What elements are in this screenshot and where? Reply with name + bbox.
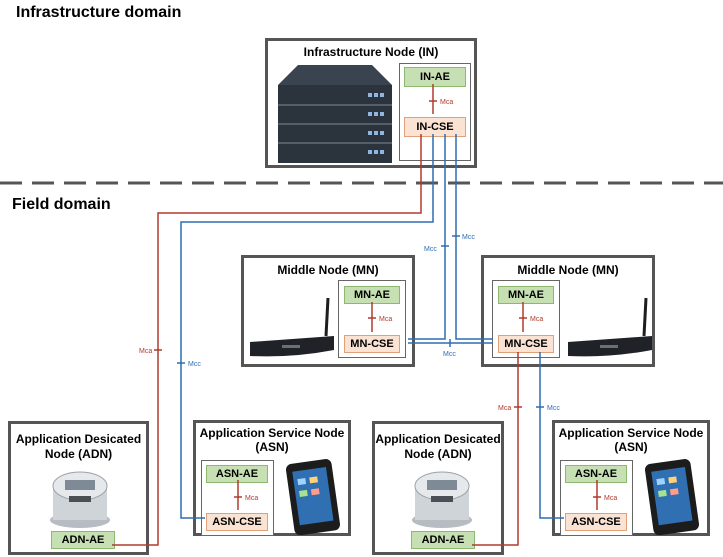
- mca-label: Mca: [139, 348, 152, 355]
- infrastructure-domain-title: Infrastructure domain: [16, 4, 182, 21]
- mn-right-cse-box: MN-CSE: [498, 335, 554, 353]
- asn-right-ae-box: ASN-AE: [565, 465, 627, 483]
- adn-left-title-line2: Node (ADN): [44, 447, 113, 461]
- mcc-line-in-to-mn-left: [408, 134, 446, 340]
- in-cse-box: IN-CSE: [404, 117, 466, 137]
- mca-label: Mca: [604, 495, 617, 502]
- asn-left-cse-box: ASN-CSE: [206, 513, 268, 531]
- asn-right-cse-box: ASN-CSE: [565, 513, 627, 531]
- asn-left-title-line2: (ASN): [255, 440, 289, 454]
- infrastructure-node: Infrastructure Node (IN) IN-AE IN-CSE: [265, 38, 477, 168]
- mcc-label: Mcc: [462, 234, 475, 241]
- smart-meter-icon: [47, 464, 113, 530]
- middle-node-left-title: Middle Node (MN): [277, 263, 379, 277]
- adn-right-title-line2: Node (ADN): [404, 447, 472, 461]
- adn-left: Application Desicated Node (ADN) ADN-AE: [8, 421, 149, 555]
- asn-right-title-line1: Application Service Node: [558, 426, 704, 440]
- mca-label: Mca: [245, 495, 258, 502]
- router-icon: [566, 290, 654, 360]
- mcc-line-in-to-mn-right: [455, 134, 493, 340]
- adn-right: Application Desicated Node (ADN) ADN-AE: [372, 421, 504, 555]
- tablet-icon: [284, 459, 344, 536]
- infrastructure-node-title: Infrastructure Node (IN): [303, 45, 439, 59]
- adn-left-ae-box: ADN-AE: [51, 531, 115, 549]
- mcc-label: Mcc: [424, 246, 437, 253]
- mca-label: Mca: [379, 316, 392, 323]
- field-domain-title: Field domain: [12, 196, 111, 213]
- mn-right-ae-box: MN-AE: [498, 286, 554, 304]
- middle-node-left: Middle Node (MN) MN-AE MN-CSE: [241, 255, 415, 367]
- mcc-label: Mcc: [443, 351, 456, 358]
- asn-left-title-line1: Application Service Node: [199, 426, 345, 440]
- mn-left-cse-box: MN-CSE: [344, 335, 400, 353]
- middle-node-right-title: Middle Node (MN): [517, 263, 619, 277]
- asn-left-ae-box: ASN-AE: [206, 465, 268, 483]
- mcc-line-in-to-asn-left: [180, 134, 434, 519]
- middle-node-right: Middle Node (MN) MN-AE MN-CSE: [481, 255, 655, 367]
- mca-line-in-to-adn-left: [112, 134, 422, 546]
- in-ae-box: IN-AE: [404, 67, 466, 87]
- asn-right: Application Service Node (ASN) ASN-AE AS…: [552, 420, 710, 536]
- adn-right-ae-box: ADN-AE: [411, 531, 475, 549]
- mca-label: Mca: [530, 316, 543, 323]
- asn-left: Application Service Node (ASN) ASN-AE AS…: [193, 420, 351, 536]
- mca-label: Mca: [498, 405, 511, 412]
- mcc-label: Mcc: [188, 361, 201, 368]
- server-rack-icon: [274, 61, 394, 165]
- smart-meter-icon: [409, 464, 475, 530]
- tablet-icon: [643, 459, 703, 536]
- mcc-line-mn-right-to-asn-right: [539, 352, 564, 519]
- mca-label: Mca: [440, 99, 453, 106]
- mca-line-mn-right-to-adn-right: [472, 352, 519, 546]
- mcc-label: Mcc: [547, 405, 560, 412]
- asn-right-title-line2: (ASN): [614, 440, 648, 454]
- router-icon: [248, 290, 336, 360]
- adn-left-title-line1: Application Desicated: [15, 432, 142, 446]
- adn-right-title-line1: Application Desicated: [375, 432, 501, 446]
